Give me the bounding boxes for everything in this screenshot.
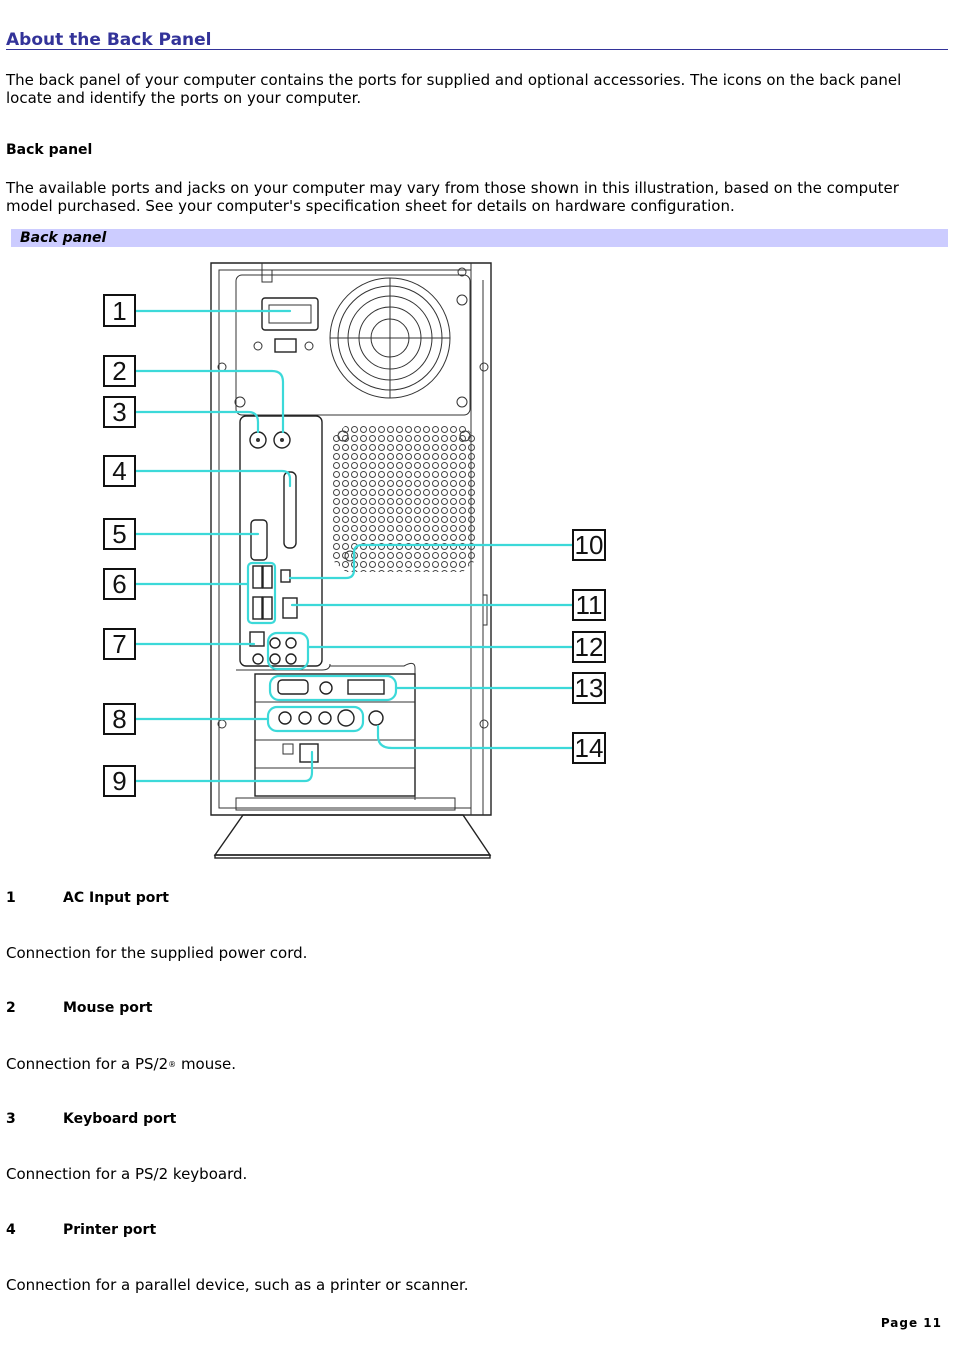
- page-number: Page 11: [880, 1316, 942, 1330]
- callout-10: 10: [572, 529, 606, 561]
- callout-6: 6: [103, 568, 136, 600]
- tower-stand: [213, 814, 492, 859]
- item-heading: 1 AC Input port: [6, 889, 948, 907]
- callout-3: 3: [103, 396, 136, 428]
- item-description: Connection for a PS/2® mouse.: [6, 1055, 948, 1074]
- item-heading: 4 Printer port: [6, 1221, 948, 1239]
- item-name: Keyboard port: [63, 1111, 177, 1127]
- item-name: Printer port: [63, 1222, 157, 1238]
- callout-7: 7: [103, 628, 136, 660]
- figure-caption-bar: Back panel: [11, 229, 948, 247]
- item-heading: 2 Mouse port: [6, 999, 948, 1017]
- back-panel-illustration: 1 2 3 4 5 6 7 8 9 10 11 12 13 14: [103, 262, 606, 859]
- registered-mark: ®: [168, 1060, 177, 1069]
- ac-input-socket: [261, 297, 319, 331]
- callout-9: 9: [103, 765, 136, 797]
- page-title: About the Back Panel: [6, 30, 212, 50]
- callout-4: 4: [103, 455, 136, 487]
- leader-lines: [133, 309, 575, 783]
- item-description: Connection for the supplied power cord.: [6, 944, 308, 962]
- item-description: Connection for a PS/2 keyboard.: [6, 1165, 248, 1183]
- callout-14: 14: [572, 732, 606, 764]
- item-number: 2: [6, 1000, 16, 1016]
- callout-number: 13: [575, 673, 604, 703]
- title-divider: [6, 49, 948, 50]
- callout-8: 8: [103, 703, 136, 735]
- section-paragraph: The available ports and jacks on your co…: [6, 179, 899, 215]
- callout-number: 9: [112, 766, 126, 796]
- intro-paragraph: The back panel of your computer contains…: [6, 71, 902, 107]
- section-heading: Back panel: [6, 142, 93, 158]
- item-name: Mouse port: [63, 1000, 153, 1016]
- item-description-end: mouse.: [176, 1055, 237, 1073]
- callout-number: 10: [575, 530, 604, 560]
- callout-13: 13: [572, 672, 606, 704]
- callout-2: 2: [103, 355, 136, 387]
- callout-number: 6: [112, 569, 126, 599]
- item-description: Connection for a parallel device, such a…: [6, 1276, 469, 1294]
- callout-number: 14: [575, 733, 604, 763]
- callout-number: 5: [112, 519, 126, 549]
- power-supply: [235, 274, 471, 416]
- expansion-slots: [236, 662, 416, 800]
- callout-11: 11: [572, 589, 606, 621]
- usb-port: [252, 596, 263, 620]
- callout-number: 12: [575, 632, 604, 662]
- usb-port: [262, 565, 273, 589]
- monitor-port: [250, 519, 268, 561]
- figure-caption: Back panel: [20, 230, 107, 246]
- optical-out-port: [249, 631, 265, 647]
- fan-grille: [329, 277, 451, 399]
- callout-number: 1: [112, 296, 126, 326]
- item-name: AC Input port: [63, 890, 169, 906]
- usb-port: [262, 596, 273, 620]
- callout-number: 11: [576, 590, 603, 620]
- callout-5: 5: [103, 518, 136, 550]
- callout-12: 12: [572, 631, 606, 663]
- callout-number: 8: [112, 704, 126, 734]
- callout-number: 4: [112, 456, 126, 486]
- usb-port: [252, 565, 263, 589]
- item-number: 1: [6, 890, 16, 906]
- item-number: 3: [6, 1111, 16, 1127]
- item-number: 4: [6, 1222, 16, 1238]
- callout-number: 7: [112, 629, 126, 659]
- callout-number: 3: [112, 397, 126, 427]
- item-heading: 3 Keyboard port: [6, 1110, 948, 1128]
- callout-number: 2: [112, 356, 126, 386]
- callout-1: 1: [103, 294, 136, 327]
- ilink-port: [280, 569, 291, 583]
- printer-port: [283, 471, 297, 549]
- io-panel: [239, 415, 323, 667]
- item-description-text: Connection for a PS/2: [6, 1055, 169, 1073]
- network-port: [282, 597, 298, 619]
